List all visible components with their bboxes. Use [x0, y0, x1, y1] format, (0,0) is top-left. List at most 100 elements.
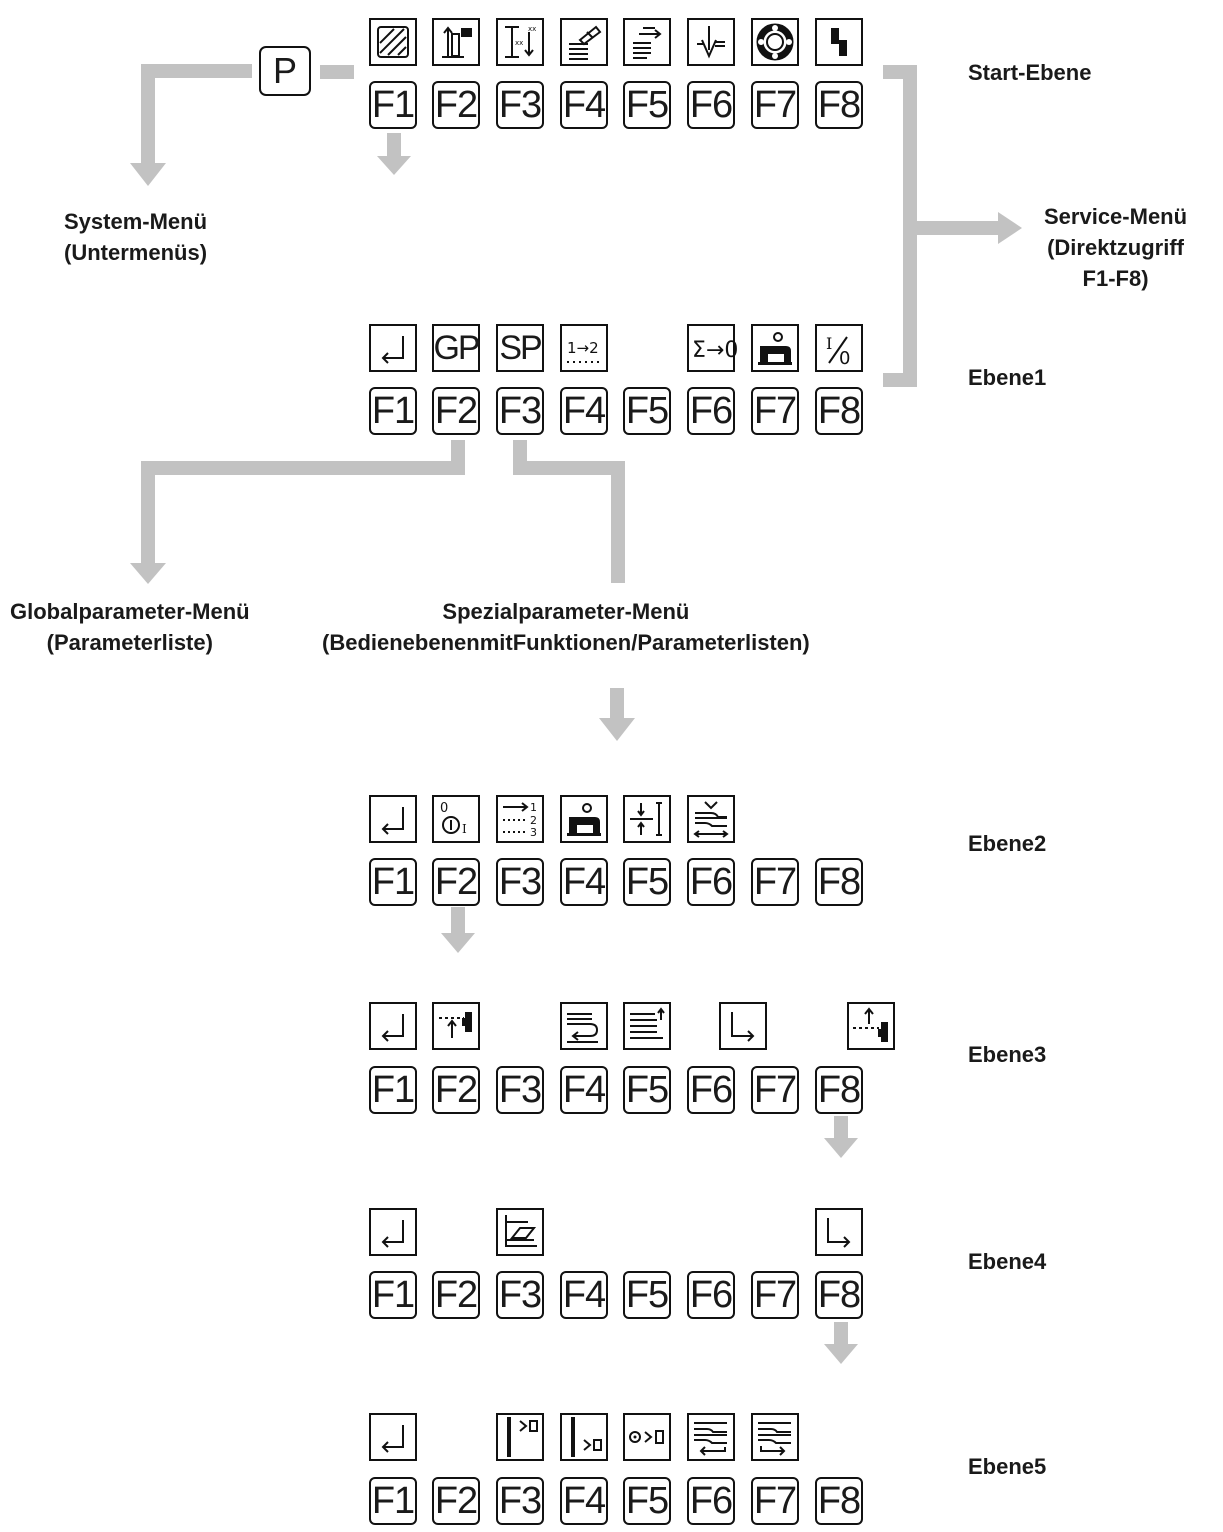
- stitch-gap-icon: [623, 795, 671, 843]
- ebene4-key-f2[interactable]: F2: [432, 1271, 480, 1319]
- needle-lift-icon: [432, 1002, 480, 1050]
- start-key-f5[interactable]: F5: [623, 81, 671, 129]
- step-icon: [815, 18, 863, 66]
- stitch-lines-icon: [623, 1002, 671, 1050]
- hatched-square-icon: [369, 18, 417, 66]
- special-parameter-icon: SP: [496, 324, 544, 372]
- forward-layers-icon: [751, 1413, 799, 1461]
- return-icon: [369, 1208, 417, 1256]
- ebene1-key-f2[interactable]: F2: [432, 387, 480, 435]
- ebene5-key-f6[interactable]: F6: [687, 1477, 735, 1525]
- ebene1-key-f5[interactable]: F5: [623, 387, 671, 435]
- ebene3-key-f8[interactable]: F8: [815, 1066, 863, 1114]
- ebene3-key-f1[interactable]: F1: [369, 1066, 417, 1114]
- svg-text:1→2: 1→2: [567, 339, 599, 357]
- ebene1-key-f3[interactable]: F3: [496, 387, 544, 435]
- sequence-one-two-icon: 1→2: [560, 324, 608, 372]
- start-key-f7[interactable]: F7: [751, 81, 799, 129]
- svg-text:2: 2: [530, 814, 537, 827]
- ebene4-key-f8[interactable]: F8: [815, 1271, 863, 1319]
- counter-reset-icon: Σ→0: [687, 324, 738, 372]
- ebene1-key-f8[interactable]: F8: [815, 387, 863, 435]
- return-icon: [369, 1413, 417, 1461]
- ebene5-key-f3[interactable]: F3: [496, 1477, 544, 1525]
- ebene1-label: Ebene1: [968, 365, 1047, 390]
- ebene1-key-f7[interactable]: F7: [751, 387, 799, 435]
- machine-icon: [560, 795, 608, 843]
- ebene5-key-f5[interactable]: F5: [623, 1477, 671, 1525]
- svg-text:I: I: [462, 822, 467, 836]
- ebene2-key-f1[interactable]: F1: [369, 858, 417, 906]
- ebene4-key-f3[interactable]: F3: [496, 1271, 544, 1319]
- ebene2-key-f4[interactable]: F4: [560, 858, 608, 906]
- ebene3-key-f7[interactable]: F7: [751, 1066, 799, 1114]
- sensor-circle-icon: [623, 1413, 671, 1461]
- return-icon: [369, 324, 417, 372]
- next-level-icon: [719, 1002, 767, 1050]
- thread-tension-icon: [560, 18, 608, 66]
- ebene4-key-f6[interactable]: F6: [687, 1271, 735, 1319]
- sensor-low-icon: [560, 1413, 608, 1461]
- svg-text:xx: xx: [515, 39, 523, 47]
- globalparameter-menu-label: Globalparameter-Menü (Parameterliste): [10, 599, 250, 655]
- ebene3-key-f5[interactable]: F5: [623, 1066, 671, 1114]
- bobbin-ring-icon: [751, 18, 799, 66]
- ebene2-key-f6[interactable]: F6: [687, 858, 735, 906]
- start-key-f4[interactable]: F4: [560, 81, 608, 129]
- ebene5-label: Ebene5: [968, 1454, 1047, 1479]
- ebene2-key-f2[interactable]: F2: [432, 858, 480, 906]
- machine-icon: [751, 324, 799, 372]
- ebene1-key-f6[interactable]: F6: [687, 387, 735, 435]
- ebene3-key-f2[interactable]: F2: [432, 1066, 480, 1114]
- ebene3-key-f6[interactable]: F6: [687, 1066, 735, 1114]
- svg-text:xx: xx: [528, 25, 536, 33]
- ebene2-key-f8[interactable]: F8: [815, 858, 863, 906]
- return-icon: [369, 1002, 417, 1050]
- start-key-f2[interactable]: F2: [432, 81, 480, 129]
- ebene4-key-f5[interactable]: F5: [623, 1271, 671, 1319]
- stitch-pattern-icon: [623, 18, 671, 66]
- p-key[interactable]: P: [259, 46, 311, 96]
- start-ebene-label: Start-Ebene: [968, 60, 1092, 85]
- ebene2-key-f5[interactable]: F5: [623, 858, 671, 906]
- start-key-f8[interactable]: F8: [815, 81, 863, 129]
- ebene3-key-f4[interactable]: F4: [560, 1066, 608, 1114]
- ebene5-key-f8[interactable]: F8: [815, 1477, 863, 1525]
- ebene2-key-f7[interactable]: F7: [751, 858, 799, 906]
- ebene1-key-f4[interactable]: F4: [560, 387, 608, 435]
- ebene1-key-f1[interactable]: F1: [369, 387, 417, 435]
- needle-threader-icon: [687, 18, 735, 66]
- service-menu-label: Service-Menü (Direktzugriff F1-F8): [1044, 204, 1188, 291]
- svg-text:I: I: [826, 334, 832, 353]
- graph-icon: [496, 1208, 544, 1256]
- ebene5-key-f1[interactable]: F1: [369, 1477, 417, 1525]
- start-key-f6[interactable]: F6: [687, 81, 735, 129]
- svg-text:Σ→0: Σ→0: [692, 338, 738, 363]
- start-key-f1[interactable]: F1: [369, 81, 417, 129]
- ebene4-key-f7[interactable]: F7: [751, 1271, 799, 1319]
- ebene3-label: Ebene3: [968, 1042, 1047, 1067]
- ebene5-key-f2[interactable]: F2: [432, 1477, 480, 1525]
- start-key-f3[interactable]: F3: [496, 81, 544, 129]
- spezialparameter-menu-label: Spezialparameter-Menü (BedienebenenmitFu…: [322, 599, 810, 655]
- ebene5-key-f7[interactable]: F7: [751, 1477, 799, 1525]
- ebene2-label: Ebene2: [968, 831, 1047, 856]
- needle-up-icon: [847, 1002, 895, 1050]
- ebene3-key-f3[interactable]: F3: [496, 1066, 544, 1114]
- ebene5-key-f4[interactable]: F4: [560, 1477, 608, 1525]
- sensor-bar-icon: [496, 1413, 544, 1461]
- system-menu-label: System-Menü (Untermenüs): [64, 209, 208, 265]
- ebene4-key-f4[interactable]: F4: [560, 1271, 608, 1319]
- return-icon: [369, 795, 417, 843]
- global-parameter-icon: GP: [432, 324, 481, 372]
- ebene4-key-f1[interactable]: F1: [369, 1271, 417, 1319]
- ebene2-key-f3[interactable]: F3: [496, 858, 544, 906]
- svg-text:1: 1: [530, 801, 537, 814]
- svg-text:3: 3: [530, 826, 537, 839]
- svg-text:0: 0: [839, 348, 850, 369]
